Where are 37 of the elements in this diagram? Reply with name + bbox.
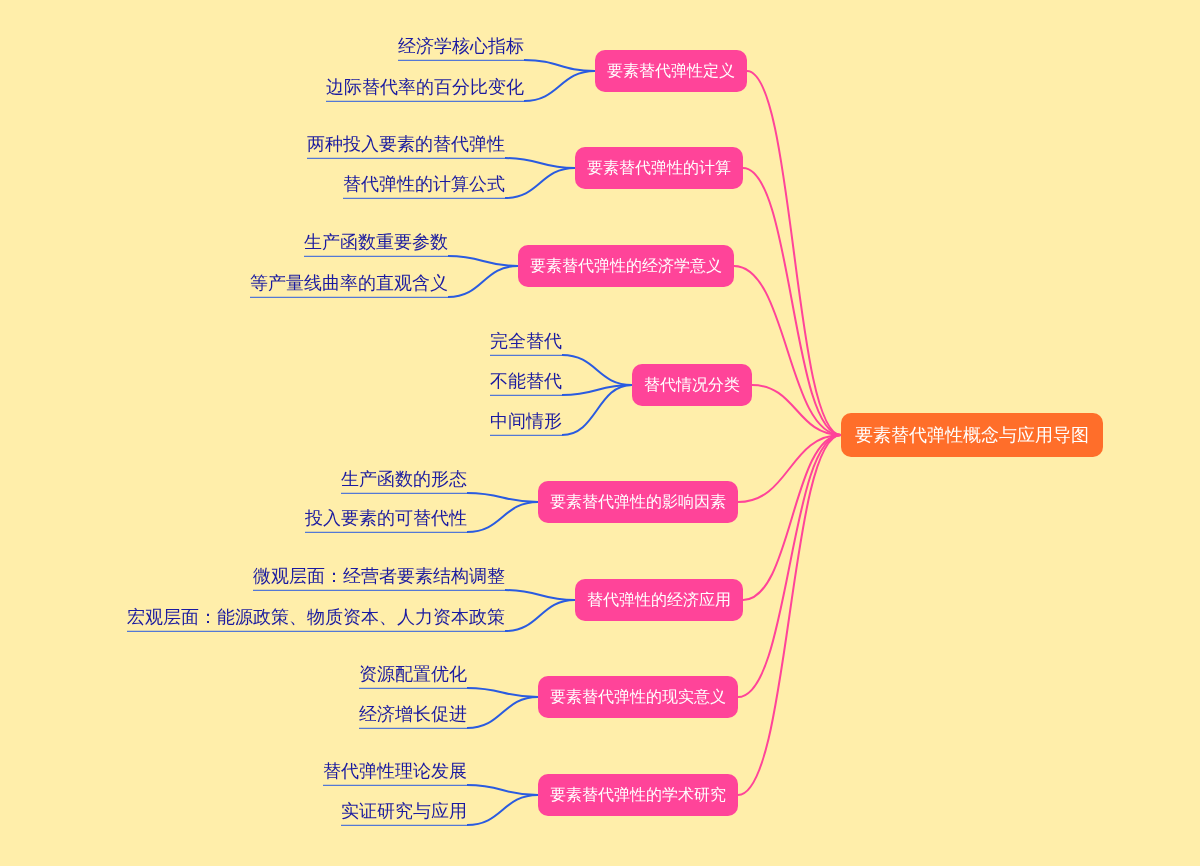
root-topic-box: 要素替代弹性概念与应用导图	[841, 413, 1103, 457]
branch-topic-box: 要素替代弹性定义	[595, 50, 747, 92]
leaf-topic-text: 投入要素的可替代性	[305, 505, 467, 533]
leaf-topic-text: 替代弹性的计算公式	[343, 171, 505, 199]
leaf-topic-text: 经济增长促进	[359, 701, 467, 729]
branch-topic-box: 替代弹性的经济应用	[575, 579, 743, 621]
leaf-topic-text: 替代弹性理论发展	[323, 758, 467, 786]
connector-curve	[523, 70, 596, 103]
leaf-topic-text: 完全替代	[490, 328, 562, 356]
leaf-topic-text: 生产函数的形态	[341, 466, 467, 494]
branch-topic-box: 要素替代弹性的影响因素	[538, 481, 738, 523]
connector-curve	[504, 167, 576, 200]
connector-curve	[746, 70, 842, 436]
connector-curve	[737, 434, 842, 796]
leaf-topic-text: 边际替代率的百分比变化	[326, 74, 524, 102]
leaf-topic-text: 生产函数重要参数	[304, 229, 448, 257]
leaf-topic-text: 资源配置优化	[359, 661, 467, 689]
connector-curve	[504, 599, 576, 633]
connector-curve	[466, 794, 539, 827]
leaf-topic-text: 经济学核心指标	[398, 33, 524, 61]
leaf-topic-text: 中间情形	[490, 408, 562, 436]
leaf-topic-text: 宏观层面：能源政策、物质资本、人力资本政策	[127, 604, 505, 632]
branch-topic-box: 要素替代弹性的学术研究	[538, 774, 738, 816]
leaf-topic-text: 不能替代	[490, 368, 562, 396]
leaf-topic-text: 微观层面：经营者要素结构调整	[253, 563, 505, 591]
branch-topic-box: 要素替代弹性的经济学意义	[518, 245, 734, 287]
branch-topic-box: 要素替代弹性的现实意义	[538, 676, 738, 718]
connector-curve	[561, 384, 633, 437]
connector-curve	[737, 434, 842, 698]
branch-topic-box: 替代情况分类	[632, 364, 752, 406]
connector-curve	[466, 696, 539, 730]
leaf-topic-text: 两种投入要素的替代弹性	[307, 131, 505, 159]
branch-topic-box: 要素替代弹性的计算	[575, 147, 743, 189]
connector-curve	[447, 265, 519, 299]
connector-curve	[466, 501, 539, 534]
leaf-topic-text: 等产量线曲率的直观含义	[250, 270, 448, 298]
leaf-topic-text: 实证研究与应用	[341, 798, 467, 826]
